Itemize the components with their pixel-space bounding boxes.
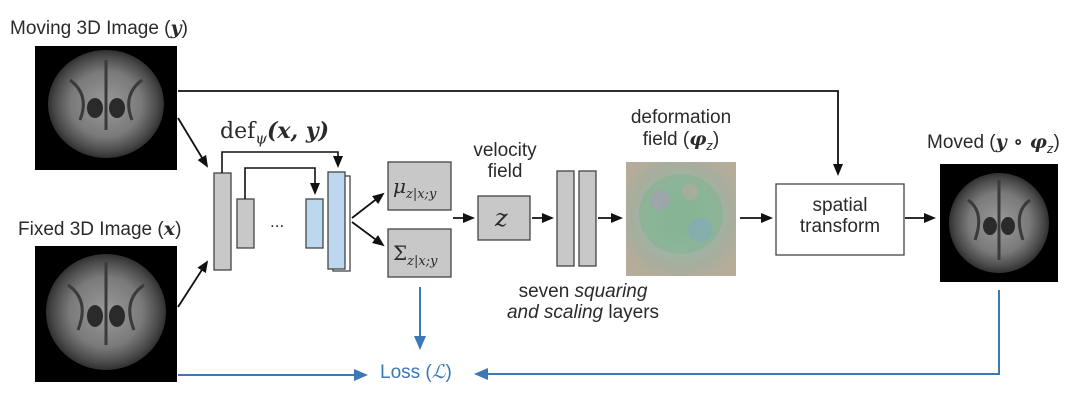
moving-image-label: Moving 3D Image (y)	[10, 17, 188, 39]
encoder-block-3	[305, 198, 324, 249]
squaring-layer-2	[578, 170, 597, 267]
squaring-scaling-label: seven squaring and scaling layers	[506, 281, 660, 323]
encoder-block-2	[236, 198, 255, 249]
arrow-moving-to-transform	[178, 90, 843, 176]
deformation-field-label: deformation field (φz)	[630, 107, 732, 153]
arrow-fixed-to-encoder	[177, 260, 209, 308]
moved-image	[940, 164, 1058, 282]
spatial-transform-box	[775, 183, 905, 256]
loss-label: Loss (ℒ)	[380, 361, 452, 383]
arrow-to-sigma	[351, 221, 385, 247]
encoder-block-1	[213, 172, 232, 271]
loss-arrow-from-moved	[474, 290, 1000, 380]
mu-box	[387, 161, 452, 211]
z-box	[477, 195, 531, 241]
moved-label: Moved (y ∘ φz)	[927, 131, 1060, 156]
velocity-field-label: velocity field	[473, 140, 537, 182]
deformation-field-image	[626, 162, 736, 276]
fixed-image	[35, 246, 177, 382]
mu-label: μz|x;y	[393, 174, 437, 202]
skip-connection-outer	[221, 151, 343, 173]
encoder-block-4	[327, 171, 346, 270]
spatial-transform-label: spatial transform	[799, 195, 881, 237]
sigma-box	[387, 228, 452, 278]
skip-connection-inner	[244, 167, 320, 199]
arrow-to-mu	[351, 192, 385, 219]
moving-image	[35, 46, 177, 170]
squaring-layer-1	[556, 170, 575, 267]
sigma-label: Σz|x;y	[393, 241, 438, 269]
fixed-image-label: Fixed 3D Image (x)	[18, 218, 182, 240]
z-label: z	[495, 204, 508, 232]
ellipsis-label: ...	[270, 212, 285, 231]
arrow-moving-to-encoder	[177, 117, 209, 168]
def-psi-label: defψ(x, y)	[220, 118, 330, 148]
